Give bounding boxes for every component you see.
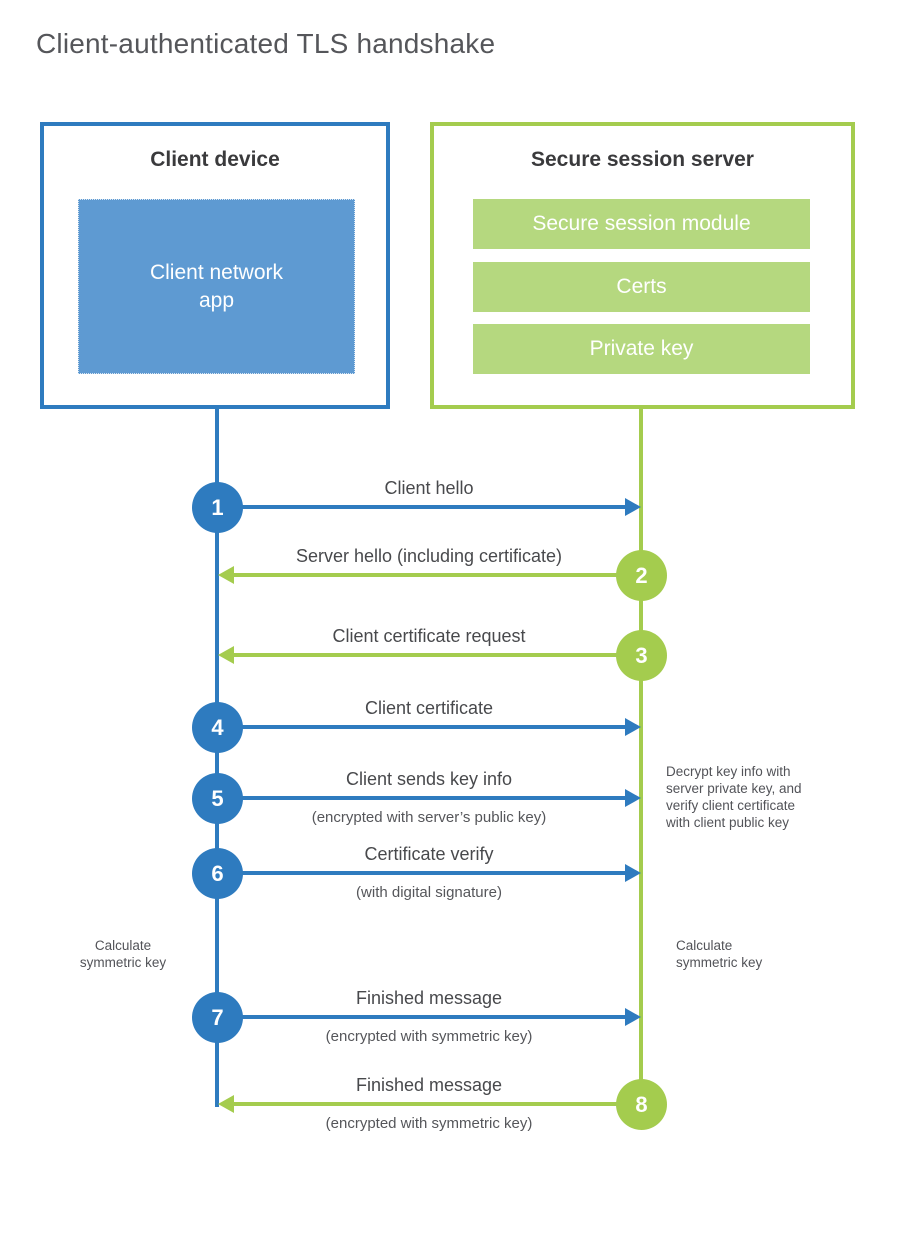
arrow-6-client-to-server xyxy=(217,864,641,882)
message-sub-6: (with digital signature) xyxy=(356,884,502,901)
server-module-private-key: Private key xyxy=(473,324,810,374)
message-label-1: Client hello xyxy=(384,478,474,498)
arrow-shaft xyxy=(233,573,642,577)
arrow-5-client-to-server xyxy=(217,789,641,807)
arrow-head-icon xyxy=(625,1008,641,1026)
calculate-symmetric-key-server-note: Calculate symmetric key xyxy=(676,938,763,970)
arrow-head-icon xyxy=(625,498,641,516)
arrow-head-icon xyxy=(218,646,234,664)
message-sub-5: (encrypted with server’s public key) xyxy=(311,809,547,826)
message-label-2: Server hello (including certificate) xyxy=(295,546,563,566)
arrow-8-server-to-client xyxy=(218,1095,642,1113)
arrow-shaft xyxy=(217,1015,626,1019)
message-sub-8: (encrypted with symmetric key) xyxy=(325,1115,533,1132)
message-sub-7: (encrypted with symmetric key) xyxy=(325,1028,533,1045)
client-device-title: Client device xyxy=(150,148,280,171)
arrow-shaft xyxy=(217,796,626,800)
message-label-8: Finished message xyxy=(355,1075,503,1095)
arrow-1-client-to-server xyxy=(217,498,641,516)
secure-session-server-title: Secure session server xyxy=(531,148,754,171)
step-circle-4: 4 xyxy=(192,702,243,753)
arrow-3-server-to-client xyxy=(218,646,642,664)
message-label-7: Finished message xyxy=(355,988,503,1008)
step-circle-7: 7 xyxy=(192,992,243,1043)
arrow-head-icon xyxy=(625,718,641,736)
arrow-head-icon xyxy=(625,864,641,882)
arrow-2-server-to-client xyxy=(218,566,642,584)
message-label-4: Client certificate xyxy=(364,698,494,718)
message-label-5: Client sends key info xyxy=(345,769,513,789)
decrypt-key-note: Decrypt key info with server private key… xyxy=(666,764,802,830)
client-network-app-box: Client network app xyxy=(78,199,355,374)
message-label-6: Certificate verify xyxy=(364,844,494,864)
page-title: Client-authenticated TLS handshake xyxy=(36,28,496,59)
arrow-shaft xyxy=(217,871,626,875)
step-circle-6: 6 xyxy=(192,848,243,899)
step-circle-3: 3 xyxy=(616,630,667,681)
step-circle-1: 1 xyxy=(192,482,243,533)
arrow-shaft xyxy=(233,653,642,657)
step-circle-8: 8 xyxy=(616,1079,667,1130)
server-lifeline xyxy=(639,407,643,1107)
step-circle-2: 2 xyxy=(616,550,667,601)
arrow-head-icon xyxy=(218,1095,234,1113)
message-label-3: Client certificate request xyxy=(332,626,526,646)
arrow-head-icon xyxy=(218,566,234,584)
server-module-secure-session-module: Secure session module xyxy=(473,199,810,249)
arrow-head-icon xyxy=(625,789,641,807)
step-circle-5: 5 xyxy=(192,773,243,824)
arrow-shaft xyxy=(217,505,626,509)
arrow-shaft xyxy=(217,725,626,729)
arrow-7-client-to-server xyxy=(217,1008,641,1026)
arrow-shaft xyxy=(233,1102,642,1106)
calculate-symmetric-key-client-note: Calculate symmetric key xyxy=(79,938,167,970)
arrow-4-client-to-server xyxy=(217,718,641,736)
server-module-certs: Certs xyxy=(473,262,810,312)
client-lifeline xyxy=(215,407,219,1107)
